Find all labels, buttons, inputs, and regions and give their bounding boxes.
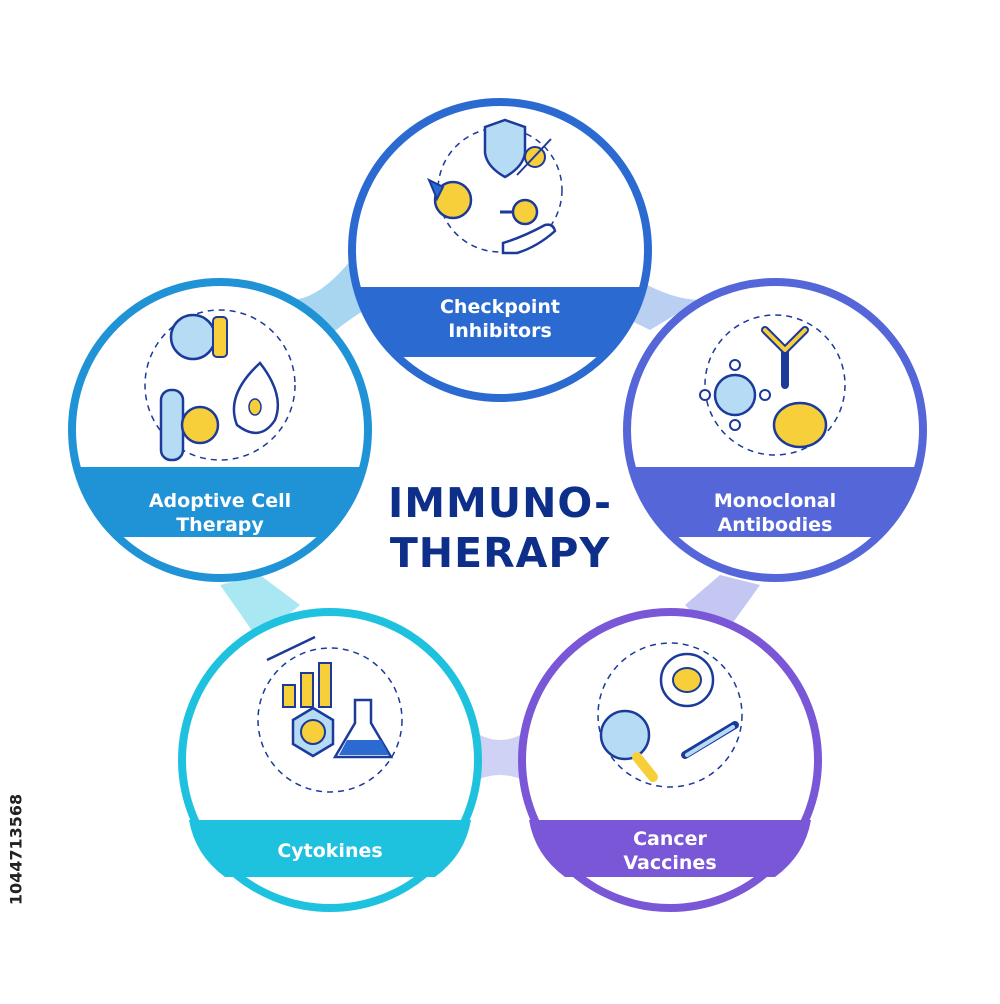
adoptive-cell-therapy-icon [144, 309, 296, 462]
connector-adoptive-cytokines [220, 575, 300, 640]
node-label-line2: Inhibitors [448, 320, 552, 342]
node-label-line2: Therapy [176, 514, 264, 536]
cancer-vaccines-icon [597, 642, 743, 788]
node-label-line1: Checkpoint [440, 296, 560, 318]
label-band [359, 287, 641, 357]
node-cytokines: Cytokines [175, 605, 485, 915]
node-cancer-vaccines: Cancer Vaccines [515, 605, 825, 915]
cytokines-icon [257, 635, 403, 793]
node-checkpoint-inhibitors: Checkpoint Inhibitors [345, 95, 655, 405]
node-label-line1: Adoptive Cell [149, 490, 291, 512]
node-label-line1: Cancer [633, 828, 707, 850]
center-title-line2: THERAPY [389, 529, 611, 577]
node-monoclonal-antibodies: Monoclonal Antibodies [620, 275, 930, 585]
stock-id-text: 1044713568 [6, 793, 26, 906]
checkpoint-inhibitors-icon [427, 118, 563, 255]
monoclonal-antibodies-icon [699, 314, 846, 456]
stock-id-stamp: 1044713568 [6, 740, 26, 960]
node-label-line2: Vaccines [623, 852, 716, 874]
node-adoptive-cell-therapy: Adoptive Cell Therapy [65, 275, 375, 585]
node-label-line1: Cytokines [277, 840, 382, 862]
center-title: IMMUNO- THERAPY [340, 478, 660, 578]
node-label-line1: Monoclonal [714, 490, 836, 512]
node-label-line2: Antibodies [718, 514, 833, 536]
center-title-line1: IMMUNO- [387, 479, 613, 527]
